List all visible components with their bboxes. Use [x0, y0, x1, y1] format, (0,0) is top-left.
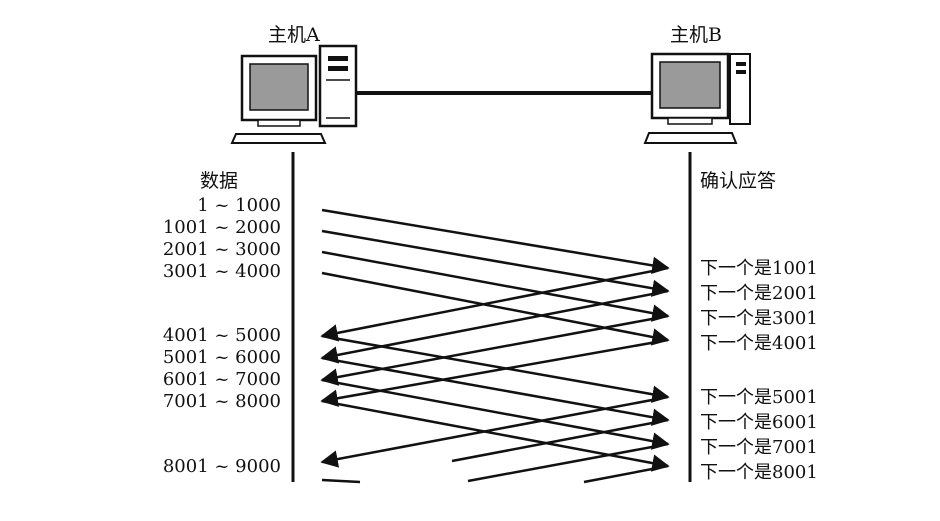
ack-arrow [452, 420, 668, 461]
data-arrow [322, 480, 360, 482]
ack-arrow [468, 444, 668, 481]
host-b-computer-icon [645, 54, 750, 143]
ack-arrow [584, 466, 668, 482]
host-a-computer-icon [232, 46, 356, 143]
